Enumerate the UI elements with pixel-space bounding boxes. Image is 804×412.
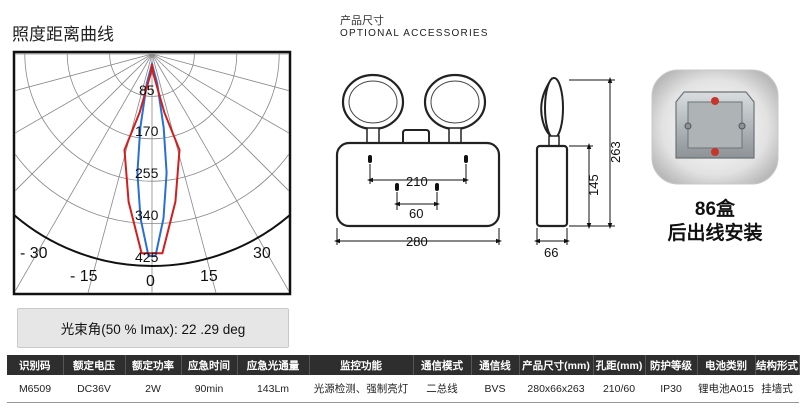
polar-spoke	[15, 53, 153, 293]
right-lamp-head	[423, 73, 487, 131]
header-hole-spacing: 孔距(mm)	[593, 355, 646, 375]
dim-hole-spacing: 210	[406, 174, 428, 189]
product-size-title-en: OPTIONAL ACCESSORIES	[340, 28, 489, 39]
side-lamp-head	[544, 77, 564, 139]
side-view	[534, 77, 615, 245]
mount-hole	[464, 155, 468, 163]
radial-label-255: 255	[135, 165, 159, 181]
left-lamp-neck	[366, 127, 380, 144]
angle-label-30: 30	[253, 245, 271, 262]
polar-series-1	[123, 63, 181, 255]
cell-comm-line: BVS	[471, 375, 519, 403]
angle-label-neg30: - 30	[20, 245, 48, 262]
cell-voltage: DC36V	[63, 375, 125, 403]
polar-ring	[15, 153, 289, 224]
dim-height: 263	[608, 141, 623, 163]
mount-hole	[435, 183, 439, 191]
dim-width: 280	[406, 234, 428, 249]
cell-size: 280x66x263	[519, 375, 593, 403]
polar-spoke	[151, 53, 289, 92]
spec-table-header-row: 识别码 额定电压 额定功率 应急时间 应急光通量 监控功能 通信模式 通信线 产…	[7, 355, 800, 375]
beam-angle-text: 光束角(50 % Imax): 22 .29 deg	[60, 322, 246, 337]
polar-spoke	[87, 53, 153, 293]
header-structure: 结构形式	[755, 355, 800, 375]
polar-spoke	[15, 53, 153, 92]
header-emergency-flux: 应急光通量	[237, 355, 310, 375]
cell-emergency-time: 90min	[181, 375, 237, 403]
header-comm-mode: 通信模式	[413, 355, 472, 375]
polar-spoke	[15, 53, 153, 134]
polar-spoke	[151, 53, 217, 293]
mounting-box-caption-2: 后出线安装	[667, 223, 763, 244]
front-body	[335, 141, 501, 228]
polar-ring	[109, 53, 195, 97]
mount-hole	[395, 183, 399, 191]
radial-label-170: 170	[135, 123, 159, 139]
dim-hole-spacing-2: 60	[409, 206, 423, 221]
mounting-box-caption-1: 86盒	[694, 199, 736, 220]
handle	[402, 129, 430, 143]
left-lamp-head	[341, 73, 405, 131]
angle-label-0: 0	[146, 273, 155, 290]
header-comm-line: 通信线	[471, 355, 520, 375]
cell-monitoring: 光源检测、强制亮灯	[309, 375, 413, 403]
polar-ring	[66, 53, 238, 140]
mount-hole	[368, 155, 372, 163]
cell-structure: 挂墙式	[755, 375, 799, 403]
polar-labels: 85 170 255 340 425 - 30 30 - 15 0 15	[20, 82, 271, 290]
header-power: 额定功率	[125, 355, 182, 375]
product-size-title-cn: 产品尺寸	[340, 15, 384, 27]
right-lamp-lens	[430, 80, 480, 124]
header-battery: 电池类别	[697, 355, 756, 375]
polar-chart: 85 170 255 340 425 - 30 30 - 15 0 15	[12, 50, 292, 296]
spec-table: 识别码 额定电压 额定功率 应急时间 应急光通量 监控功能 通信模式 通信线 产…	[7, 355, 800, 403]
angle-label-neg15: - 15	[70, 268, 98, 285]
polar-grid	[15, 53, 289, 293]
polar-spoke	[151, 53, 289, 134]
cell-id: M6509	[7, 375, 63, 403]
right-lamp-neck	[448, 127, 462, 144]
header-size: 产品尺寸(mm)	[519, 355, 594, 375]
dim-depth: 66	[544, 245, 558, 260]
polar-spoke	[151, 53, 289, 192]
header-protection: 防护等级	[645, 355, 698, 375]
dim-body-height: 145	[586, 174, 601, 196]
cell-emergency-flux: 143Lm	[237, 375, 309, 403]
polar-ring	[15, 214, 289, 267]
polar-series-0	[136, 60, 168, 257]
polar-spoke	[151, 53, 289, 293]
polar-chart-title: 照度距离曲线	[12, 25, 114, 44]
polar-ring	[24, 53, 280, 182]
polar-spoke	[15, 53, 153, 192]
side-body	[535, 144, 569, 228]
radial-label-85: 85	[139, 82, 155, 98]
header-voltage: 额定电压	[63, 355, 126, 375]
cell-battery: 锂电池A015	[697, 375, 755, 403]
front-view	[334, 73, 502, 245]
product-drawing: 210 60 280 66 263 145	[334, 73, 623, 260]
beam-angle-box: 光束角(50 % Imax): 22 .29 deg	[17, 308, 289, 348]
header-id: 识别码	[7, 355, 64, 375]
polar-curves	[123, 60, 181, 257]
table-row: M6509 DC36V 2W 90min 143Lm 光源检测、强制亮灯 二总线…	[7, 375, 799, 403]
cell-protection: IP30	[645, 375, 697, 403]
left-lamp-lens	[348, 80, 398, 124]
angle-label-15: 15	[200, 268, 218, 285]
header-emergency-time: 应急时间	[181, 355, 238, 375]
radial-label-340: 340	[135, 207, 159, 223]
radial-label-425: 425	[135, 249, 159, 265]
cell-comm-mode: 二总线	[413, 375, 471, 403]
cell-power: 2W	[125, 375, 181, 403]
cell-hole-spacing: 210/60	[593, 375, 645, 403]
mounting-box-image	[651, 69, 779, 185]
header-monitoring: 监控功能	[309, 355, 414, 375]
